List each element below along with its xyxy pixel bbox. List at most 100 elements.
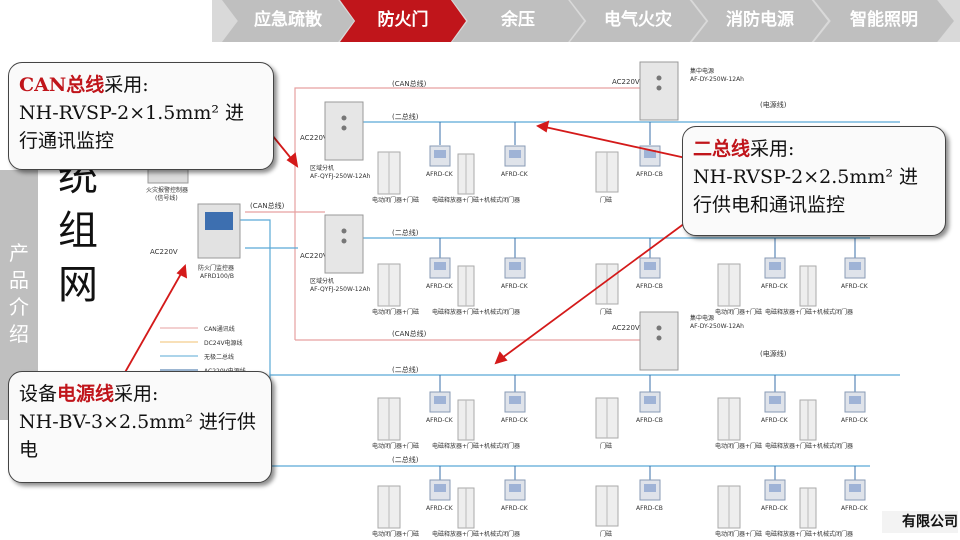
door-label: 电磁释放器+门磁+机械式闭门器 [765, 442, 853, 450]
module-label: AFRD-CK [426, 283, 454, 290]
module-label: AFRD-CK [501, 505, 529, 512]
can-bus-label: (CAN总线) [250, 201, 285, 210]
svg-text:集中电源: 集中电源 [690, 67, 714, 75]
door-label: 电动闭门器+门磁 [372, 530, 419, 538]
callout-body: NH-BV-3×2.5mm² 进行供电 [19, 411, 256, 461]
callout-arrows [114, 120, 701, 391]
door-label: 电动闭门器+门磁 [715, 530, 762, 538]
module-label: AFRD-CK [841, 505, 869, 512]
module-label: AFRD-CB [636, 417, 663, 424]
tab-fire-door[interactable]: 防火门 [340, 0, 466, 42]
tab-residual-pressure[interactable]: 余压 [452, 0, 584, 42]
callout-body: NH-RVSP-2×2.5mm² 进行供电和通讯监控 [693, 166, 919, 216]
callout-highlight: 电源线 [57, 383, 115, 405]
door-label: 门磁 [600, 442, 612, 450]
two-bus-label: (二总线) [392, 112, 419, 121]
svg-text:DC24V电源线: DC24V电源线 [204, 339, 243, 347]
door-label: 电磁释放器+门磁+机械式闭门器 [432, 530, 520, 538]
module-label: AFRD-CK [426, 417, 454, 424]
module-label: AFRD-CK [841, 283, 869, 290]
svg-text:CAN通讯线: CAN通讯线 [204, 325, 235, 333]
power-line-label: (电源线) [760, 349, 787, 358]
callout-suffix: 采用: [104, 74, 149, 96]
door-label: 门磁 [600, 196, 612, 204]
tab-smart-lighting[interactable]: 智能照明 [814, 0, 954, 42]
module-label: AFRD-CK [426, 171, 454, 178]
ac220-label: AC220V [612, 324, 640, 332]
svg-text:无极二总线: 无极二总线 [204, 353, 234, 361]
can-bus-label: (CAN总线) [392, 329, 427, 338]
tab-electrical-fire[interactable]: 电气火灾 [570, 0, 706, 42]
svg-text:火灾报警控制器: 火灾报警控制器 [146, 186, 188, 194]
ac220-label: AC220V [612, 78, 640, 86]
callout-suffix: 采用: [114, 383, 159, 405]
fire-alarm-controller: 火灾报警控制器 (信号线) [146, 164, 189, 202]
two-bus-label: (二总线) [392, 228, 419, 237]
module-label: AFRD-CK [501, 417, 529, 424]
callout-power-line: 设备电源线采用: NH-BV-3×2.5mm² 进行供电 [8, 371, 272, 483]
svg-text:(信号线): (信号线) [155, 194, 178, 202]
central-power-cabinet-2: 集中电源 AF-DY-250W-12Ah [639, 311, 744, 371]
door-label: 电动闭门器+门磁 [372, 308, 419, 316]
ac220-label: AC220V [300, 252, 328, 260]
svg-text:AF-QYFJ-250W-12Ah: AF-QYFJ-250W-12Ah [310, 173, 371, 180]
zone-subunit-1: 区域分机 AF-QYFJ-250W-12Ah [310, 101, 371, 180]
module-label: AFRD-CK [501, 171, 529, 178]
callout-highlight: CAN总线 [19, 74, 105, 96]
callout-two-bus: 二总线采用: NH-RVSP-2×2.5mm² 进行供电和通讯监控 [682, 126, 946, 236]
callout-highlight: 二总线 [693, 138, 751, 160]
module-label: AFRD-CK [841, 417, 869, 424]
module-label: AFRD-CK [426, 505, 454, 512]
door-label: 电磁释放器+门磁+机械式闭门器 [765, 530, 853, 538]
svg-text:AF-DY-250W-12Ah: AF-DY-250W-12Ah [690, 323, 744, 330]
central-power-cabinet-1: 集中电源 AF-DY-250W-12Ah [639, 61, 744, 121]
ac220-label: AC220V [150, 248, 178, 256]
section-title-fragment: 统组网 [58, 154, 98, 308]
door-label: 电磁释放器+门磁+机械式闭门器 [432, 308, 520, 316]
module-label: AFRD-CB [636, 283, 663, 290]
tab-emergency-evacuation[interactable]: 应急疏散 [222, 0, 354, 42]
two-bus-label: (二总线) [392, 455, 419, 464]
svg-text:AF-QYFJ-250W-12Ah: AF-QYFJ-250W-12Ah [310, 286, 371, 293]
can-bus-lines [245, 87, 640, 341]
module-label: AFRD-CB [636, 505, 663, 512]
svg-text:区域分机: 区域分机 [310, 164, 334, 172]
ac220-label: AC220V [300, 134, 328, 142]
door-label: 电动闭门器+门磁 [715, 308, 762, 316]
door-label: 门磁 [600, 308, 612, 316]
svg-text:AFRD100/B: AFRD100/B [200, 273, 234, 280]
can-bus-label: (CAN总线) [392, 79, 427, 88]
door-label: 电动闭门器+门磁 [372, 196, 419, 204]
callout-suffix: 采用: [750, 138, 795, 160]
module-label: AFRD-CB [636, 171, 663, 178]
door-label: 电动闭门器+门磁 [372, 442, 419, 450]
door-label: 电磁释放器+门磁+机械式闭门器 [432, 442, 520, 450]
tab-fire-power[interactable]: 消防电源 [692, 0, 828, 42]
door-label: 电磁释放器+门磁+机械式闭门器 [432, 196, 520, 204]
line-legend: CAN通讯线 DC24V电源线 无极二总线 AC220V电源线 [160, 325, 246, 375]
two-bus-label: (二总线) [392, 365, 419, 374]
svg-text:区域分机: 区域分机 [310, 277, 334, 285]
power-line-label: (电源线) [760, 100, 787, 109]
svg-text:集中电源: 集中电源 [690, 314, 714, 322]
system-network-diagram: (CAN总线) (CAN总线) (CAN总线) (二总线) (二总线) (二总线… [114, 61, 900, 538]
svg-text:防火门监控器: 防火门监控器 [198, 264, 234, 272]
door-label: 电动闭门器+门磁 [715, 442, 762, 450]
callout-can-bus: CAN总线采用: NH-RVSP-2×1.5mm² 进行通讯监控 [8, 62, 274, 170]
callout-prefix: 设备 [19, 383, 58, 405]
callout-body: NH-RVSP-2×1.5mm² 进行通讯监控 [19, 102, 245, 152]
company-name-fragment: 有限公司 [882, 511, 958, 533]
module-label: AFRD-CK [501, 283, 529, 290]
module-label: AFRD-CK [761, 417, 789, 424]
door-label: 电磁释放器+门磁+机械式闭门器 [765, 308, 853, 316]
module-label: AFRD-CK [761, 505, 789, 512]
svg-text:AF-DY-250W-12Ah: AF-DY-250W-12Ah [690, 76, 744, 83]
fire-door-monitor: 防火门监控器 AFRD100/B [197, 203, 241, 280]
module-tab-bar: 应急疏散 防火门 余压 电气火灾 消防电源 智能照明 [212, 0, 960, 42]
bus-risers [439, 122, 856, 485]
module-label: AFRD-CK [761, 283, 789, 290]
zone-subunit-2: 区域分机 AF-QYFJ-250W-12Ah [310, 214, 371, 293]
section-label: 产品介绍 [9, 241, 29, 346]
door-label: 门磁 [600, 530, 612, 538]
